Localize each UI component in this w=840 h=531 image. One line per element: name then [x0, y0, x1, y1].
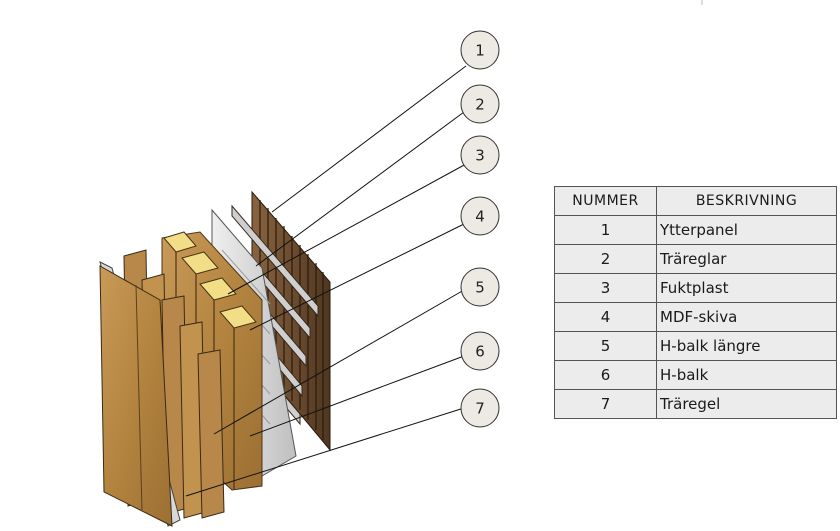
bom-cell-description: MDF-skiva	[656, 302, 837, 332]
table-row: 2 Träreglar	[554, 244, 837, 274]
bom-cell-description: H-balk	[656, 360, 837, 390]
bom-cell-number: 6	[554, 360, 657, 390]
bom-header-number: NUMMER	[554, 186, 657, 216]
table-row: 6 H-balk	[554, 360, 837, 390]
table-row: 5 H-balk längre	[554, 331, 837, 361]
bom-cell-number: 3	[554, 273, 657, 303]
bom-header-description: BESKRIVNING	[656, 186, 837, 216]
balloon-6: 6	[460, 331, 500, 371]
bom-cell-number: 2	[554, 244, 657, 274]
bom-cell-number: 4	[554, 302, 657, 332]
balloon-2: 2	[460, 84, 500, 124]
svg-text:5: 5	[475, 279, 485, 297]
bom-cell-description: Träreglar	[656, 244, 837, 274]
leader-lines	[185, 65, 467, 497]
bom-cell-number: 5	[554, 331, 657, 361]
leader-7	[185, 407, 465, 497]
balloon-3: 3	[460, 135, 500, 175]
bom-cell-description: Träregel	[656, 389, 837, 419]
bom-header-row: NUMMER BESKRIVNING	[554, 186, 837, 216]
bom-cell-description: Ytterpanel	[656, 215, 837, 245]
leader-6	[249, 355, 465, 437]
bom-cell-description: Fuktplast	[656, 273, 837, 303]
leader-1	[271, 65, 467, 213]
leader-5	[213, 289, 465, 435]
bill-of-materials-table: NUMMER BESKRIVNING 1 Ytterpanel 2 Träreg…	[554, 186, 837, 419]
table-row: 1 Ytterpanel	[554, 215, 837, 245]
part-traregel	[99, 261, 181, 527]
leader-2	[255, 111, 465, 267]
leader-4	[249, 223, 465, 331]
table-row: 7 Träregel	[554, 389, 837, 419]
balloon-7: 7	[460, 388, 500, 428]
bom-cell-number: 1	[554, 215, 657, 245]
leader-3	[227, 163, 467, 295]
svg-text:7: 7	[475, 400, 485, 418]
balloon-1: 1	[460, 30, 500, 70]
balloons: 1 2 3 4 5 6 7	[460, 30, 500, 428]
svg-text:6: 6	[475, 343, 485, 361]
table-row: 4 MDF-skiva	[554, 302, 837, 332]
bom-cell-number: 7	[554, 389, 657, 419]
table-row: 3 Fuktplast	[554, 273, 837, 303]
svg-text:3: 3	[475, 147, 485, 165]
bom-cell-description: H-balk längre	[656, 331, 837, 361]
svg-text:2: 2	[475, 96, 485, 114]
balloon-5: 5	[460, 267, 500, 307]
balloon-4: 4	[460, 196, 500, 236]
svg-text:4: 4	[475, 208, 485, 226]
svg-text:1: 1	[475, 42, 485, 60]
